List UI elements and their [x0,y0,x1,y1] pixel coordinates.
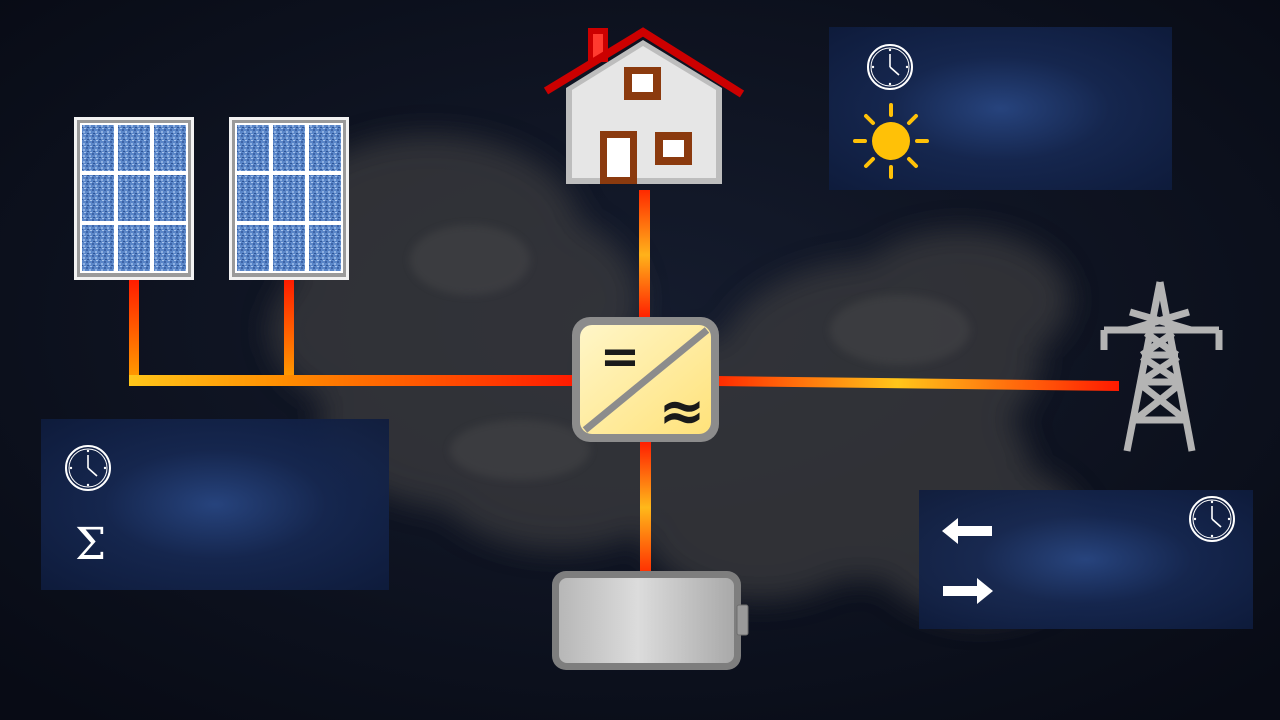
production-panel: Σ [41,419,389,590]
flow-line-panel-1 [129,278,139,385]
clock-icon [867,44,913,90]
cloud-highlight [410,225,970,480]
sigma-icon: Σ [75,519,107,570]
clock-icon [65,445,111,491]
flow-line-panel-2 [284,278,294,385]
flow-line-panels-to-inverter [129,375,575,386]
house-icon [543,27,745,184]
inverter-dc-symbol: = [600,329,640,385]
inverter-icon [572,317,719,442]
solar-panel-icon [74,117,194,280]
energy-flow-lines [129,190,1119,575]
inverter-ac-symbol: ≈ [659,379,706,444]
flow-line-grid [716,376,1119,391]
power-pylon-icon [1100,281,1223,452]
grid-panel [919,490,1253,629]
clock-icon [1189,496,1235,542]
import-arrow-icon [942,518,992,544]
export-arrow-icon [943,578,993,604]
sun-icon [853,103,929,179]
solar-panel-icon [229,117,349,280]
flow-line-house [639,190,650,320]
weather-panel [829,27,1172,190]
battery-icon [552,571,749,670]
flow-line-battery [640,440,651,575]
